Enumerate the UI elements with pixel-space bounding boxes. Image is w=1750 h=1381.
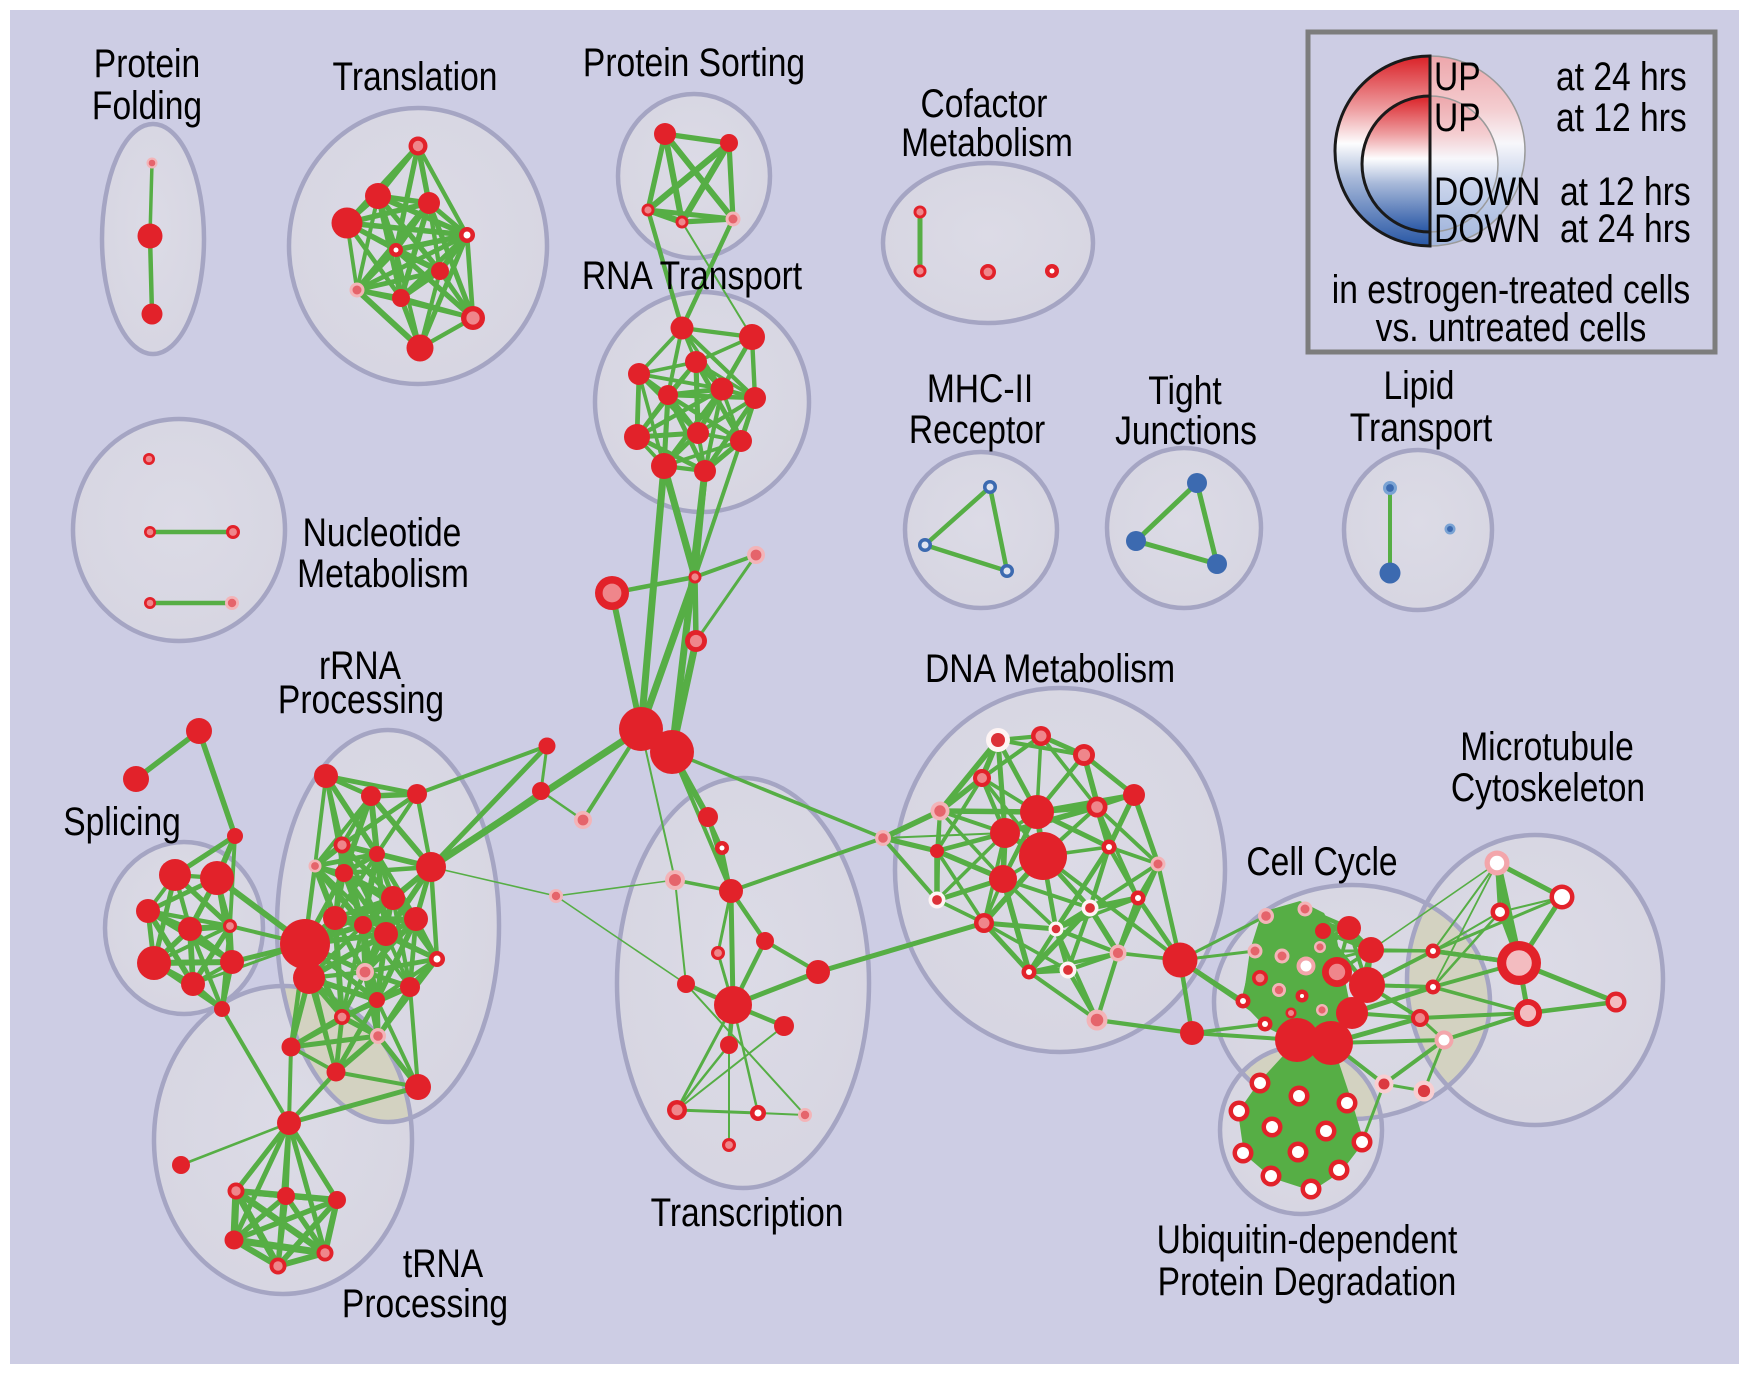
svg-text:Splicing: Splicing: [63, 799, 181, 843]
svg-text:Cytoskeleton: Cytoskeleton: [1451, 765, 1645, 809]
svg-text:Ubiquitin-dependent: Ubiquitin-dependent: [1157, 1217, 1458, 1261]
svg-text:in estrogen-treated cells: in estrogen-treated cells: [1332, 267, 1690, 311]
svg-text:Tight: Tight: [1148, 368, 1221, 412]
svg-text:at 12 hrs: at 12 hrs: [1556, 95, 1687, 139]
svg-text:Receptor: Receptor: [909, 407, 1045, 451]
svg-text:Protein: Protein: [94, 41, 200, 85]
svg-text:Processing: Processing: [278, 677, 444, 721]
svg-text:DOWN: DOWN: [1434, 169, 1540, 213]
svg-text:Metabolism: Metabolism: [901, 120, 1073, 164]
svg-text:Transcription: Transcription: [651, 1190, 844, 1234]
svg-text:Metabolism: Metabolism: [297, 551, 469, 595]
svg-text:vs. untreated cells: vs. untreated cells: [1376, 305, 1647, 349]
svg-text:Transport: Transport: [1350, 405, 1492, 449]
svg-text:DOWN: DOWN: [1434, 206, 1540, 250]
svg-text:Nucleotide: Nucleotide: [303, 510, 462, 554]
svg-text:Cofactor: Cofactor: [921, 81, 1048, 125]
svg-text:UP: UP: [1434, 95, 1481, 139]
svg-text:Protein Sorting: Protein Sorting: [583, 40, 805, 84]
svg-text:at 24 hrs: at 24 hrs: [1560, 206, 1691, 250]
svg-text:at 12 hrs: at 12 hrs: [1560, 169, 1691, 213]
svg-text:DNA Metabolism: DNA Metabolism: [925, 646, 1175, 690]
svg-text:Microtubule: Microtubule: [1460, 724, 1634, 768]
svg-text:at 24 hrs: at 24 hrs: [1556, 54, 1687, 98]
svg-text:MHC-II: MHC-II: [927, 366, 1033, 410]
svg-text:Junctions: Junctions: [1115, 408, 1257, 452]
svg-text:UP: UP: [1434, 54, 1481, 98]
svg-text:Translation: Translation: [333, 54, 498, 98]
svg-text:Processing: Processing: [342, 1281, 508, 1325]
svg-text:Protein Degradation: Protein Degradation: [1158, 1259, 1457, 1303]
svg-text:Cell Cycle: Cell Cycle: [1246, 839, 1397, 883]
svg-text:tRNA: tRNA: [403, 1241, 484, 1285]
svg-text:Folding: Folding: [92, 83, 202, 127]
svg-text:Lipid: Lipid: [1384, 363, 1455, 407]
svg-text:RNA Transport: RNA Transport: [582, 253, 802, 297]
svg-text:rRNA: rRNA: [319, 643, 401, 687]
